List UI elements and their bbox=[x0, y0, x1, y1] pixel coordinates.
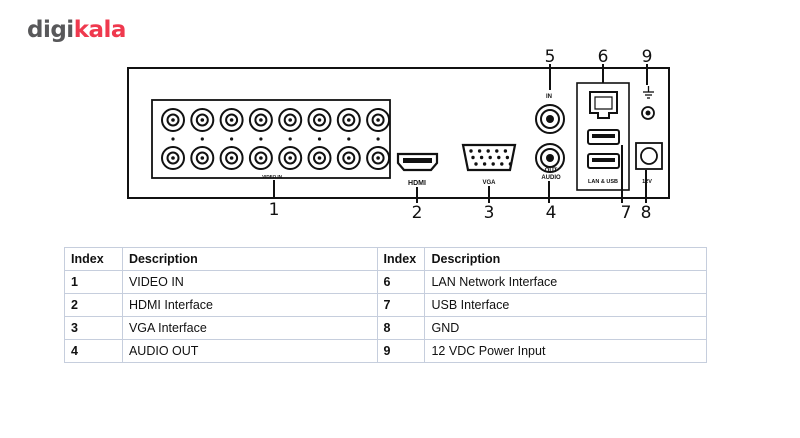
callout-1: 1 bbox=[269, 200, 280, 220]
bnc-connector bbox=[366, 146, 391, 170]
table-row: 2 HDMI Interface 7 USB Interface bbox=[64, 293, 707, 317]
index-cell: 9 bbox=[376, 339, 426, 363]
callout-7: 7 bbox=[621, 203, 632, 223]
bnc-connector bbox=[190, 108, 215, 132]
index-cell: 7 bbox=[376, 293, 426, 317]
power-label: 12V bbox=[642, 179, 652, 185]
index-cell: 4 bbox=[64, 339, 123, 363]
channel-dot bbox=[347, 137, 351, 141]
bnc-connector bbox=[307, 108, 332, 132]
channel-dot bbox=[171, 137, 175, 141]
description-cell: VIDEO IN bbox=[121, 270, 378, 294]
hdmi-port bbox=[396, 152, 439, 172]
callout-6: 6 bbox=[598, 47, 609, 67]
callout-2: 2 bbox=[412, 203, 423, 223]
channel-dot bbox=[317, 137, 322, 141]
header-index-1: Index bbox=[64, 247, 123, 271]
index-cell: 3 bbox=[64, 316, 123, 340]
index-cell: 2 bbox=[64, 293, 123, 317]
description-cell: GND bbox=[424, 316, 707, 340]
bnc-connector bbox=[336, 146, 361, 170]
table-row: 1 VIDEO IN 6 LAN Network Interface bbox=[64, 270, 707, 294]
logo-part-2: kala bbox=[73, 17, 127, 43]
callout-5: 5 bbox=[545, 47, 556, 67]
chassis-outline bbox=[127, 67, 670, 199]
header-description-1: Description bbox=[121, 247, 378, 271]
description-cell: AUDIO OUT bbox=[121, 339, 378, 363]
video-in-label: VIDEO IN bbox=[262, 174, 282, 179]
ground-symbol bbox=[643, 86, 654, 99]
channel-dot bbox=[376, 137, 380, 141]
index-cell: 1 bbox=[64, 270, 123, 294]
video-in-group bbox=[151, 99, 391, 179]
gnd-screw bbox=[641, 106, 655, 120]
header-index-2: Index bbox=[376, 247, 426, 271]
lan-port bbox=[589, 91, 618, 119]
bnc-connector bbox=[219, 146, 244, 170]
table-header-row: Index Description Index Description bbox=[64, 247, 707, 271]
bnc-connector bbox=[248, 108, 273, 132]
table-row: 3 VGA Interface 8 GND bbox=[64, 316, 707, 340]
callout-lines bbox=[273, 64, 648, 203]
audio-out-jack bbox=[535, 143, 565, 173]
callout-8: 8 bbox=[641, 203, 652, 223]
index-cell: 8 bbox=[376, 316, 426, 340]
audio-in-label: IN bbox=[546, 94, 552, 100]
description-cell: 12 VDC Power Input bbox=[424, 339, 707, 363]
channel-dot bbox=[259, 137, 263, 141]
index-cell: 6 bbox=[376, 270, 426, 294]
table-row: 4 AUDIO OUT 9 12 VDC Power Input bbox=[64, 339, 707, 363]
bnc-connector bbox=[366, 108, 391, 132]
description-cell: VGA Interface bbox=[121, 316, 378, 340]
port-spec-table: Index Description Index Description 1 VI… bbox=[64, 247, 707, 363]
bnc-connectors bbox=[161, 108, 391, 170]
bnc-connector bbox=[161, 146, 185, 170]
bnc-connector bbox=[219, 108, 244, 132]
callout-9: 9 bbox=[642, 47, 653, 67]
channel-dot bbox=[200, 137, 204, 141]
digikala-logo: digikala bbox=[27, 16, 126, 44]
bnc-connector bbox=[190, 146, 215, 170]
header-description-2: Description bbox=[424, 247, 707, 271]
usb-port-2 bbox=[587, 153, 620, 169]
channel-dot bbox=[288, 137, 292, 141]
description-cell: LAN Network Interface bbox=[424, 270, 707, 294]
audio-in-jack bbox=[535, 104, 565, 134]
bnc-connector bbox=[161, 108, 185, 132]
callout-4: 4 bbox=[546, 203, 557, 223]
usb-port-1 bbox=[587, 129, 620, 145]
description-cell: USB Interface bbox=[424, 293, 707, 317]
description-cell: HDMI Interface bbox=[121, 293, 378, 317]
channel-dot bbox=[230, 137, 234, 141]
bnc-connector bbox=[278, 108, 303, 132]
logo-part-1: digi bbox=[27, 17, 74, 43]
lan-usb-label: LAN & USB bbox=[588, 179, 618, 185]
vga-label: VGA bbox=[482, 180, 496, 186]
hdmi-label: HDMI bbox=[408, 180, 426, 187]
callout-3: 3 bbox=[484, 203, 495, 223]
power-jack bbox=[635, 142, 663, 170]
vga-port bbox=[461, 143, 517, 172]
bnc-connector bbox=[248, 146, 273, 170]
bnc-connector bbox=[278, 146, 303, 170]
bnc-connector bbox=[307, 146, 332, 170]
bnc-connector bbox=[336, 108, 361, 132]
